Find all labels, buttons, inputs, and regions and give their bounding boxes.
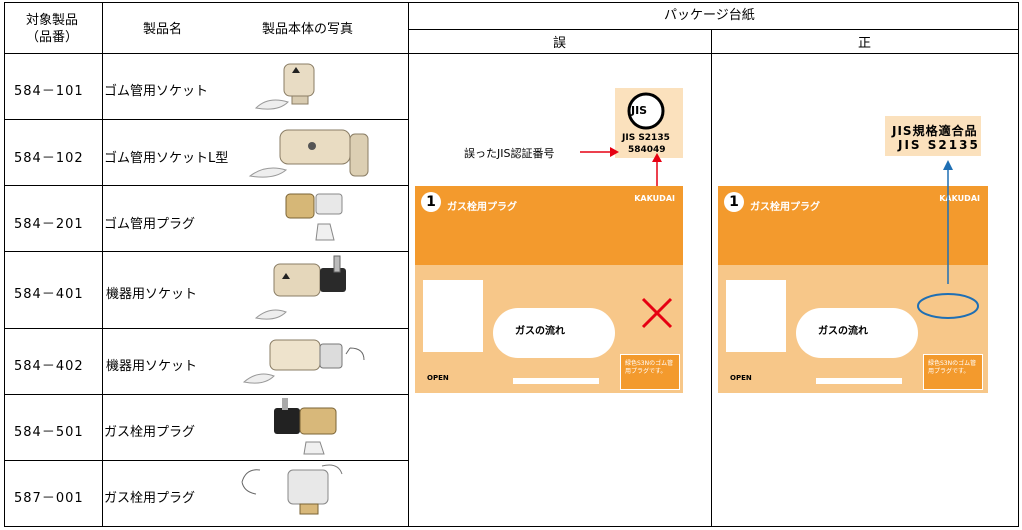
package-title: ガス栓用プラグ xyxy=(447,202,517,213)
row-code: 584－501 xyxy=(14,425,84,440)
product-photo-socket-l xyxy=(248,129,369,178)
row-product-name: 機器用ソケット xyxy=(106,359,198,374)
row-code: 584－101 xyxy=(14,84,84,99)
correct-line2: JIS S2135 xyxy=(898,138,980,152)
product-photo-cock-plug-2 xyxy=(241,464,343,515)
header-target-product-line2: （品番） xyxy=(26,30,79,45)
row-product-name: ゴム管用ソケットL型 xyxy=(104,151,229,166)
package-number: 1 xyxy=(421,192,441,212)
package-title: ガス栓用プラグ xyxy=(750,202,820,213)
row-product-name: ゴム管用ソケット xyxy=(104,84,209,99)
correct-jis-panel xyxy=(885,116,981,156)
package-brand: KAKUDAI xyxy=(634,194,675,203)
package-brand: KAKUDAI xyxy=(939,194,980,203)
row-code: 584－201 xyxy=(14,217,84,232)
wrong-jis-code: JIS S2135 xyxy=(622,133,670,143)
package-badge-text: 緑色S3Nのゴム管用プラグです。 xyxy=(928,360,977,375)
jis-mark-icon xyxy=(627,92,665,130)
package-open-text: OPEN xyxy=(427,374,449,382)
header-package: パッケージ台紙 xyxy=(664,8,755,23)
row-code: 584－402 xyxy=(14,359,84,374)
header-correct: 正 xyxy=(858,36,872,51)
row-code: 587－001 xyxy=(14,491,84,506)
row-product-name: ガス栓用プラグ xyxy=(104,425,196,440)
package-number: 1 xyxy=(724,192,744,212)
correct-line1: JIS規格適合品 xyxy=(892,124,978,138)
package-open-text: OPEN xyxy=(730,374,752,382)
row-product-name: ガス栓用プラグ xyxy=(104,491,196,506)
package-flow-text: ガスの流れ xyxy=(515,326,565,337)
product-photo-appliance-socket-2 xyxy=(242,339,365,384)
jis-mark-text: JIS xyxy=(631,104,648,117)
header-target-product-line1: 対象製品 xyxy=(26,13,79,28)
package-flow-text: ガスの流れ xyxy=(818,326,868,337)
blue-highlight xyxy=(917,160,979,319)
row-product-name: ゴム管用プラグ xyxy=(104,217,196,232)
wrong-package-card: 1 ガス栓用プラグ KAKUDAI ガスの流れ OPEN 緑色S3Nのゴム管用プ… xyxy=(415,186,683,393)
product-photo-cock-plug xyxy=(274,398,337,455)
correct-package-card: 1 ガス栓用プラグ KAKUDAI ガスの流れ OPEN 緑色S3Nのゴム管用プ… xyxy=(718,186,988,393)
row-code: 584－102 xyxy=(14,151,84,166)
header-product-photo: 製品本体の写真 xyxy=(262,22,354,37)
package-badge-text: 緑色S3Nのゴム管用プラグです。 xyxy=(625,360,674,375)
header-product-name: 製品名 xyxy=(143,22,183,37)
row-code: 584－401 xyxy=(14,287,84,302)
product-photo-socket xyxy=(254,63,315,110)
product-photo-plug xyxy=(285,193,343,241)
red-cross-icon xyxy=(641,297,673,329)
row-product-name: 機器用ソケット xyxy=(106,287,198,302)
product-photo-appliance-socket xyxy=(254,255,346,320)
wrong-number-callout: 誤ったJIS認証番号 xyxy=(464,147,555,160)
wrong-jis-number: 584049 xyxy=(628,145,666,155)
header-wrong: 誤 xyxy=(553,36,567,51)
